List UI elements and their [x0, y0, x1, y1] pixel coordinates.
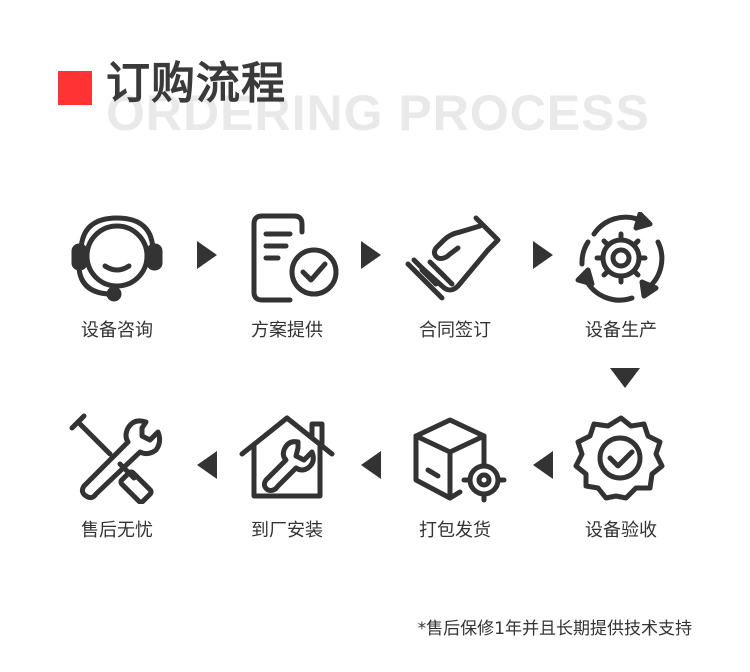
- step-shipping: 打包发货: [390, 412, 520, 540]
- arrow-left-icon: [361, 451, 381, 479]
- document-check-icon: [251, 213, 339, 303]
- arrow-left-icon: [533, 451, 553, 479]
- step-label: 到厂安装: [251, 520, 323, 541]
- house-wrench-icon: [239, 415, 335, 499]
- handshake-icon: [405, 215, 501, 301]
- step-contract: 合同签订: [390, 212, 520, 340]
- step-label: 设备生产: [585, 320, 657, 341]
- step-label: 合同签订: [419, 320, 491, 341]
- step-label: 售后无忧: [81, 520, 153, 541]
- headset-icon: [71, 215, 163, 302]
- package-gear-icon: [413, 417, 507, 503]
- step-acceptance: 设备验收: [556, 412, 686, 540]
- step-consult: 设备咨询: [52, 212, 182, 340]
- step-proposal: 方案提供: [222, 212, 352, 340]
- step-after-sales: 售后无忧: [52, 412, 182, 540]
- title-accent-square: [58, 71, 92, 105]
- arrow-right-icon: [533, 241, 553, 269]
- gear-cycle-icon: [575, 212, 665, 303]
- step-label: 设备咨询: [81, 320, 153, 341]
- footnote: *售后保修1年并且长期提供技术支持: [417, 619, 692, 639]
- page-title: 订购流程: [106, 58, 286, 109]
- arrow-right-icon: [361, 241, 381, 269]
- title-english-watermark: ORDERING PROCESS: [106, 85, 650, 141]
- arrow-right-icon: [197, 241, 217, 269]
- step-label: 设备验收: [585, 520, 657, 541]
- step-production: 设备生产: [556, 212, 686, 340]
- step-label: 方案提供: [251, 320, 323, 341]
- arrow-down-icon: [610, 368, 640, 388]
- badge-check-icon: [573, 415, 665, 501]
- tools-icon: [69, 413, 163, 504]
- arrow-left-icon: [197, 451, 217, 479]
- step-label: 打包发货: [419, 520, 491, 541]
- step-installation: 到厂安装: [222, 412, 352, 540]
